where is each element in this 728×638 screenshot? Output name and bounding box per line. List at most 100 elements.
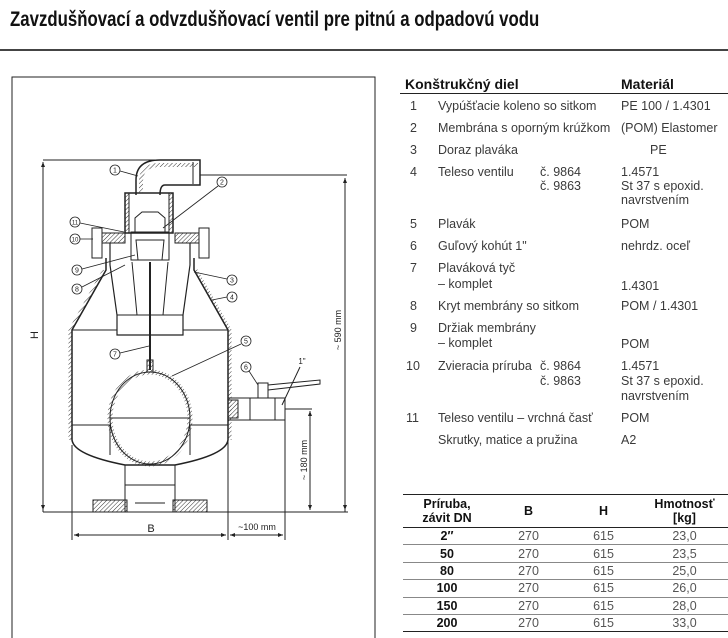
text-cell: 26,0 [641,579,728,598]
text-cell: nehrdz. oceľ [621,239,690,253]
text-cell: Kryt membrány so sitkom [438,299,580,313]
text-cell: 28,0 [641,597,728,615]
text-cell: 3 [410,143,417,157]
text-cell: 80 [403,562,491,581]
text-cell: Plaváková tyč [438,261,516,275]
callout-5: 5 [171,335,252,377]
dim-1inch-label: 1" [298,357,305,366]
valve-technical-drawing: 1 2 3 4 5 6 7 8 9 10 11 H ~ 590 mm ~ 180… [11,76,376,638]
callout-3: 3 [193,271,238,286]
text-cell: Príruba, [423,497,471,511]
text-cell: 615 [566,579,641,598]
text-cell: Držiak membrány [438,321,536,335]
text-cell: 8 [75,287,79,294]
text-cell: 4 [230,295,234,302]
parts-header-rule [400,93,728,94]
callout-4: 4 [211,291,238,303]
table-header-row: Príruba,závit DN B H Hmotnosť[kg] [403,494,728,528]
text-cell: 4 [410,165,417,179]
text-cell: St 37 s epoxid. [621,374,704,388]
text-cell: A2 [621,433,637,447]
text-cell: St 37 s epoxid. [621,179,704,193]
text-cell: 10 [406,359,420,373]
text-cell: 5 [244,339,248,346]
dim-180-label: ~ 180 mm [299,440,309,480]
text-cell: 2 [410,121,417,135]
text-cell: 1.4571 [621,359,660,373]
dim-B-label: B [147,523,154,535]
text-cell: 615 [566,614,641,633]
text-cell: 25,0 [641,562,728,581]
text-cell: 270 [491,544,566,563]
text-cell: 23,0 [641,527,728,546]
text-cell: Guľový kohút 1" [438,239,527,253]
text-cell: Skrutky, matice a pružina [438,433,578,447]
text-cell: 10 [72,238,79,244]
text-cell: Vypúšťacie koleno so sitkom [438,99,597,113]
text-cell: 2″ [403,527,491,546]
text-cell: 6 [410,239,417,253]
text-cell: 1.4301 [621,279,660,293]
text-cell: Hmotnosť [654,497,715,511]
text-cell: 3 [230,278,234,285]
drawing-frame [11,76,376,638]
callout-7: 7 [109,345,150,360]
text-cell: 270 [491,579,566,598]
text-cell: 1.4571 [621,165,660,179]
text-cell: – komplet [438,277,493,291]
text-cell: PE [650,143,667,157]
text-cell: 9 [75,268,79,275]
text-cell: 2 [220,180,224,187]
text-cell: 615 [566,544,641,563]
dim-H-label: H [29,331,41,339]
text-cell: 270 [491,562,566,581]
text-cell: 23,5 [641,544,728,563]
dim-100-label: ~100 mm [238,522,276,532]
text-cell: Zvieracia príruba [438,359,532,373]
text-cell: 1 [113,168,117,175]
page-title: Zavzdušňovací a odvzdušňovací ventil pre… [10,8,540,31]
text-cell: 150 [403,597,491,615]
text-cell: 7 [410,261,417,275]
text-cell: 270 [491,527,566,546]
text-cell: č. 9864 [540,165,582,179]
text-cell: Membrána s oporným krúžkom [438,121,611,135]
header-flange: Príruba,závit DN [403,494,491,528]
text-cell: Plavák [438,217,476,231]
text-cell: POM [621,337,650,351]
text-cell: 7 [113,352,117,359]
text-cell: navrstvením [621,193,690,207]
text-cell: POM / 1.4301 [621,299,699,313]
text-cell: 50 [403,544,491,563]
parts-header-part: Konštrukčný diel [405,76,519,92]
header-B: B [491,494,566,528]
text-cell: 8 [410,299,417,313]
text-cell: 615 [566,562,641,581]
callout-11: 11 [69,216,125,233]
text-cell: – komplet [438,336,493,350]
text-cell: 9 [410,321,417,335]
text-cell: 33,0 [641,614,728,633]
text-cell: 100 [403,579,491,598]
text-cell: 5 [410,217,417,231]
text-cell: Teleso ventilu [438,165,514,179]
text-cell: 200 [403,614,491,633]
text-cell: 11 [406,411,419,425]
header-weight: Hmotnosť[kg] [641,494,728,528]
text-cell: 1 [410,99,417,113]
text-cell: navrstvením [621,389,690,403]
text-cell: Doraz plaváka [438,143,518,157]
parts-header-material: Materiál [621,76,674,92]
callout-1: 1 [109,164,139,177]
text-cell: (POM) Elastomer [621,121,718,135]
text-cell: závit DN [422,511,472,525]
title-rule [0,49,728,51]
text-cell: 270 [491,597,566,615]
callout-6: 6 [240,361,259,386]
